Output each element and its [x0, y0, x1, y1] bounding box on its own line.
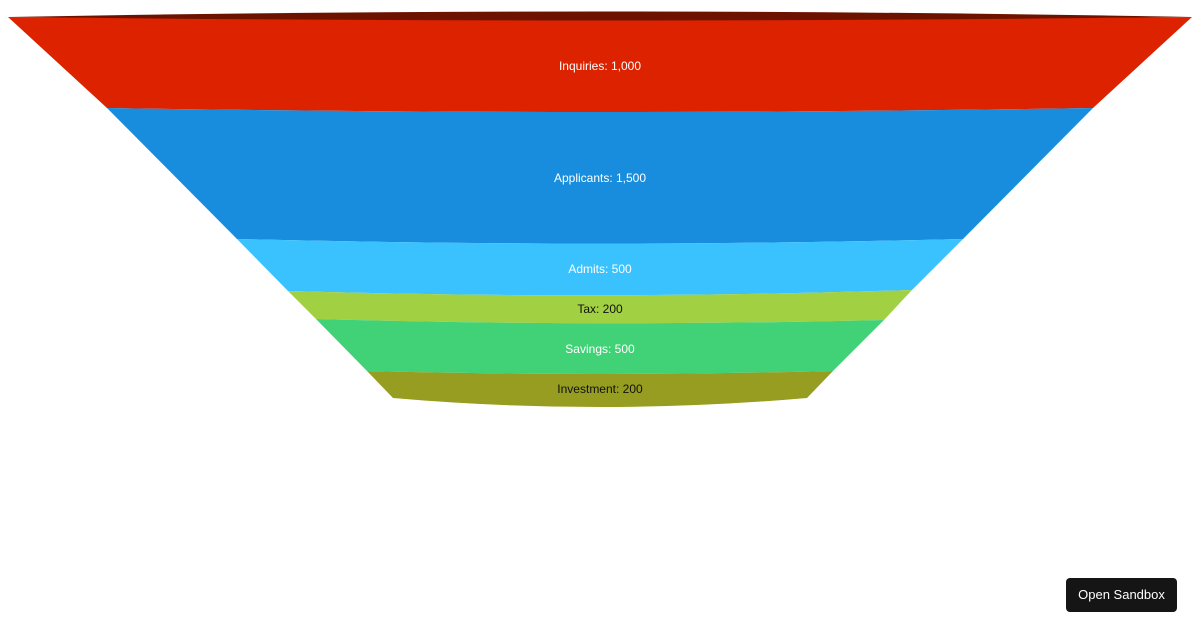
funnel-segment-tax[interactable]: [288, 290, 912, 324]
funnel-segment-applicants[interactable]: [107, 108, 1093, 244]
funnel-segment-savings[interactable]: [316, 319, 884, 374]
funnel-segment-admits[interactable]: [237, 239, 963, 296]
funnel-top-rim: [8, 11, 1192, 21]
open-sandbox-button[interactable]: Open Sandbox: [1066, 578, 1177, 612]
funnel-segment-investment[interactable]: [367, 371, 833, 407]
funnel-segment-inquiries[interactable]: [8, 17, 1192, 112]
